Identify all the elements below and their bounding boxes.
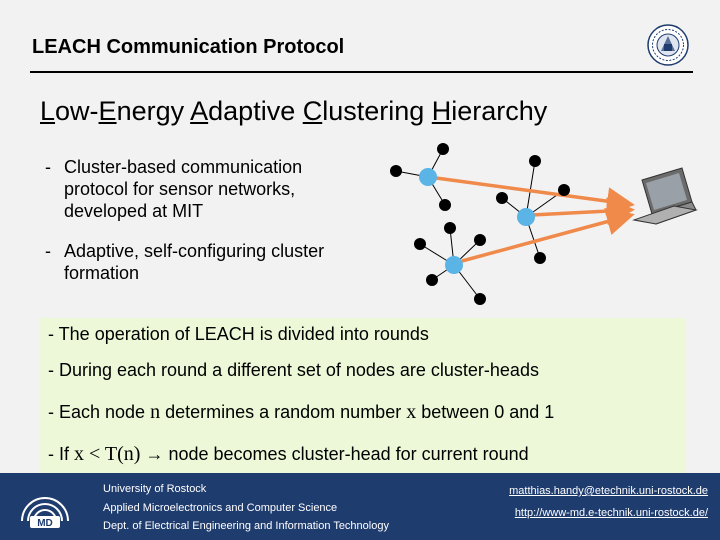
heading-initial: L (40, 96, 56, 126)
heading-text: ow- (55, 96, 99, 126)
info-text: determines a random number (160, 402, 407, 422)
info-text: - Each node (48, 402, 151, 422)
info-line-random-number: - Each node n determines a random number… (48, 401, 554, 424)
md-logo-icon: MD (21, 497, 69, 529)
footer: MD University of Rostock Applied Microel… (0, 473, 720, 540)
info-line-cluster-heads: - During each round a different set of n… (48, 360, 539, 380)
footer-department-1: Applied Microelectronics and Computer Sc… (103, 502, 338, 514)
footer-department-2: Dept. of Electrical Engineering and Info… (103, 520, 389, 532)
heading-text: ierarchy (451, 96, 548, 126)
heading-text: lustering (322, 96, 432, 126)
footer-email-link[interactable]: matthias.handy@etechnik.uni-rostock.de (509, 485, 708, 497)
info-text: - If (48, 444, 74, 464)
cluster-head-arrows (435, 176, 635, 263)
sensor-nodes (390, 143, 570, 305)
heading-initial: A (190, 96, 209, 126)
header-divider (30, 71, 693, 73)
cluster-heads (419, 168, 535, 274)
bullet-cluster-based: - Cluster-based communication protocol f… (45, 156, 345, 222)
var-n: n (150, 401, 161, 423)
laptop-icon (632, 167, 698, 225)
heading-text: nergy (116, 96, 191, 126)
heading-text: daptive (208, 96, 303, 126)
slide-title: LEACH Communication Protocol (32, 36, 345, 58)
bullet-dash: - (45, 241, 51, 261)
footer-website-link[interactable]: http://www-md.e-technik.uni-rostock.de/ (514, 507, 708, 519)
bullet-adaptive: - Adaptive, self-configuring cluster for… (45, 240, 365, 284)
footer-university: University of Rostock (103, 483, 207, 495)
info-text: between 0 and 1 (416, 402, 555, 422)
info-line-threshold: - If x < T(n) → node becomes cluster-hea… (48, 443, 529, 466)
info-text: node becomes cluster-head for current ro… (163, 444, 529, 464)
var-x: x (406, 401, 417, 423)
bullet-dash: - (45, 157, 51, 177)
heading-initial: H (431, 96, 452, 126)
heading-initial: C (302, 96, 323, 126)
main-heading: Low-Energy Adaptive Clustering Hierarchy (40, 96, 547, 127)
heading-initial: E (98, 96, 117, 126)
info-line-rounds: - The operation of LEACH is divided into… (48, 324, 429, 344)
bullet-text: Cluster-based communication protocol for… (64, 157, 303, 221)
arrow-right-icon: → (145, 444, 164, 464)
threshold-expression: x < T(n) (74, 443, 141, 465)
md-logo-text: MD (37, 518, 53, 529)
bullet-text: Adaptive, self-configuring cluster forma… (64, 241, 325, 283)
leach-rounds-box: - The operation of LEACH is divided into… (40, 318, 685, 473)
university-seal-icon (647, 24, 689, 66)
network-diagram (390, 143, 698, 305)
